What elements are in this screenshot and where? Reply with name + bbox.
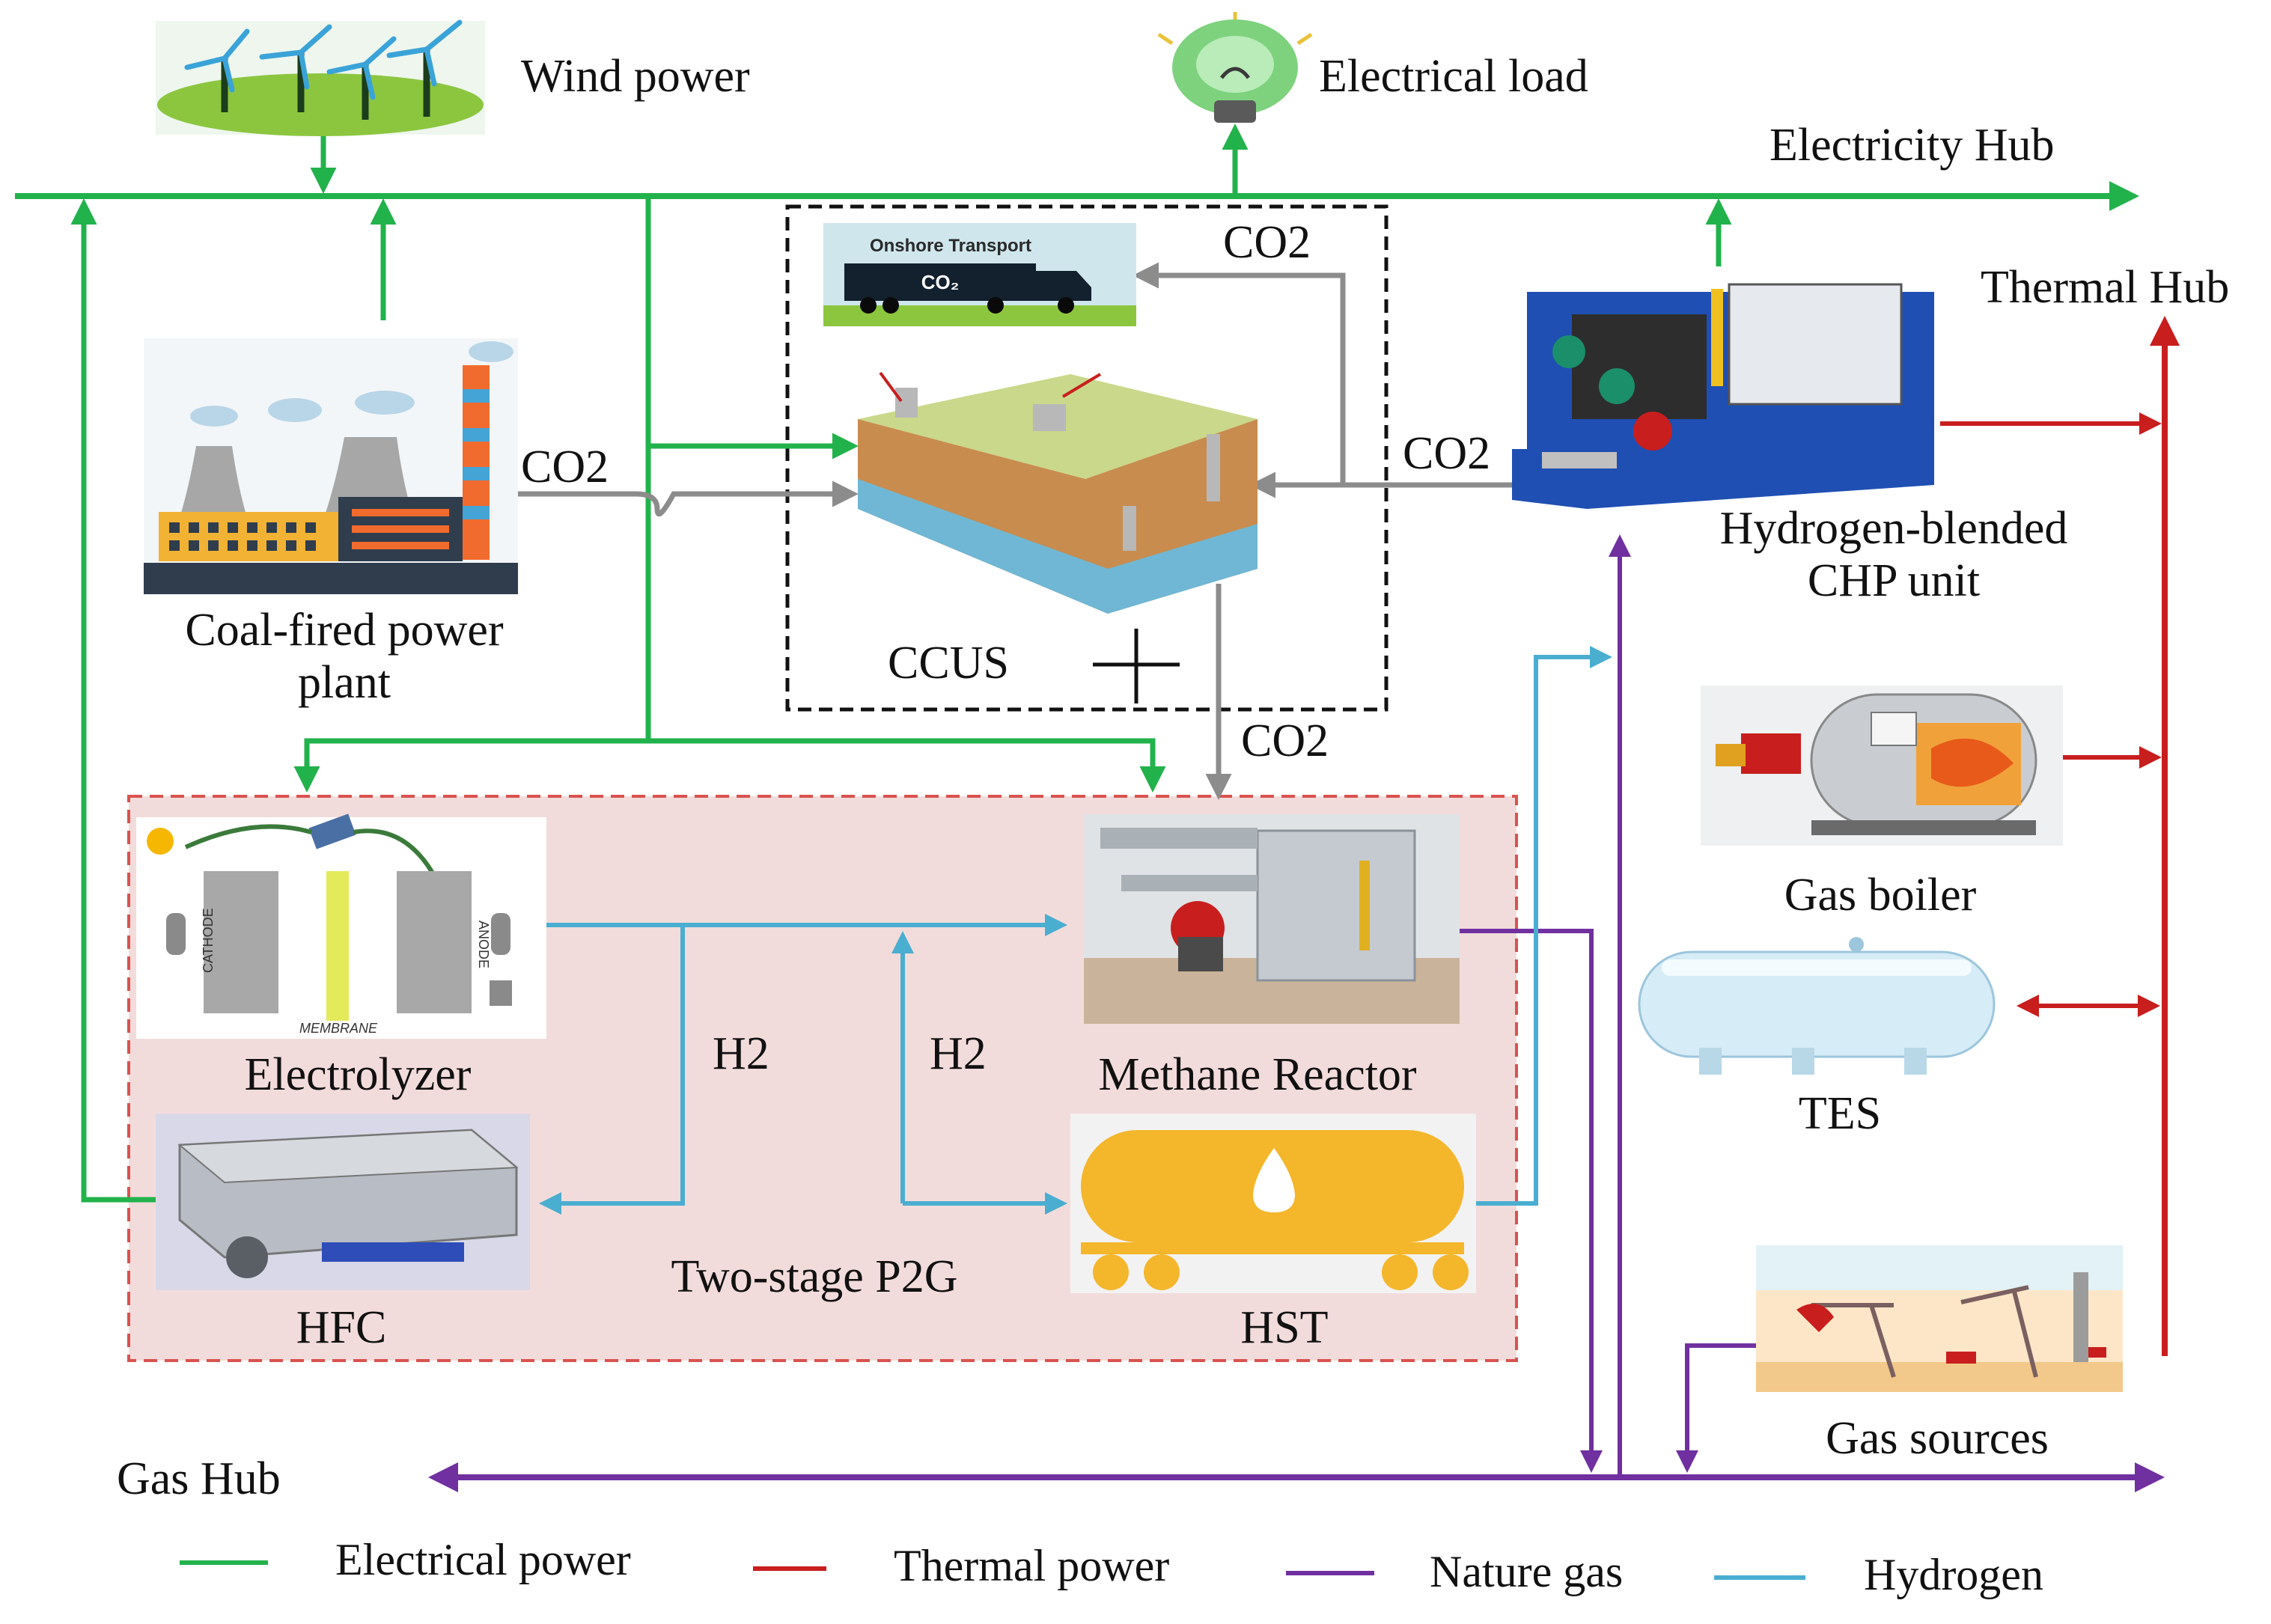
methane-reactor-label: Methane Reactor <box>1098 1049 1417 1100</box>
coal-plant-label-line2: plant <box>298 657 391 708</box>
legend: Electrical power Thermal power Nature ga… <box>180 1535 2043 1599</box>
gas-sources-icon <box>1756 1245 2123 1392</box>
hfc-to-bus-line <box>70 198 156 1203</box>
legend-item-hydrogen: Hydrogen <box>1714 1550 2043 1599</box>
legend-item-thermal: Thermal power <box>753 1541 1169 1590</box>
ccus-landscape-icon <box>858 371 1258 614</box>
bus-to-electrolyzer-line <box>293 738 648 793</box>
cathode-label: CATHODE <box>201 908 216 973</box>
plus-icon <box>1093 629 1180 703</box>
tes-label: TES <box>1799 1088 1881 1139</box>
co2-coal-to-ccus <box>516 480 859 517</box>
onshore-transport-label: Onshore Transport <box>870 236 1031 256</box>
electrical-load-label: Electrical load <box>1319 51 1588 102</box>
legend-label-electrical: Electrical power <box>335 1535 631 1584</box>
reactor-to-gas-hub <box>1460 929 1603 1473</box>
two-stage-p2g-label: Two-stage P2G <box>671 1251 957 1302</box>
co2-coal-label: CO2 <box>521 442 609 492</box>
electrolyzer-label: Electrolyzer <box>245 1049 472 1100</box>
h2-hst-to-chp <box>1476 646 1612 1206</box>
bus-drop-line <box>645 196 1166 793</box>
gas-sources-label: Gas sources <box>1826 1413 2049 1464</box>
tes-tank-icon <box>1638 937 1996 1075</box>
hst-label: HST <box>1240 1302 1328 1353</box>
wind-farm-icon <box>156 19 485 136</box>
electrolyzer-icon: CATHODE ANODE MEMBRANE <box>136 813 546 1039</box>
legend-label-thermal: Thermal power <box>894 1541 1169 1590</box>
chp-unit-icon <box>1512 283 1934 509</box>
legend-label-hydrogen: Hydrogen <box>1864 1550 2043 1599</box>
co2-chp-label: CO2 <box>1403 428 1490 479</box>
legend-item-gas: Nature gas <box>1286 1547 1623 1596</box>
chp-label-line1: Hydrogen-blended <box>1720 503 2068 554</box>
coal-plant-icon <box>144 338 518 594</box>
co2-ccus-to-transport <box>1133 262 1346 485</box>
h2-to-hfc <box>539 925 685 1215</box>
methane-reactor-icon <box>1084 814 1460 1024</box>
gas-boiler-icon <box>1701 686 2063 846</box>
co2-down-label: CO2 <box>1241 715 1329 766</box>
gas-sources-to-hub <box>1676 1343 1756 1473</box>
hfc-icon <box>156 1114 530 1290</box>
thermal-hub-label: Thermal Hub <box>1981 262 2229 313</box>
membrane-label: MEMBRANE <box>299 1021 378 1036</box>
ccus-label: CCUS <box>888 638 1009 689</box>
hfc-label: HFC <box>296 1302 387 1353</box>
legend-label-gas: Nature gas <box>1430 1547 1623 1596</box>
wind-power-label: Wind power <box>521 51 750 102</box>
co2-ccus-top-label: CO2 <box>1223 217 1311 268</box>
hst-icon <box>1070 1114 1476 1293</box>
coal-plant-label-line1: Coal-fired power <box>185 605 504 656</box>
anode-label: ANODE <box>476 921 491 968</box>
chp-label-line2: CHP unit <box>1808 555 1980 606</box>
light-bulb-icon <box>1157 12 1313 123</box>
h2-left-label: H2 <box>713 1028 769 1079</box>
gas-boiler-label: Gas boiler <box>1784 870 1977 921</box>
gas-hub-label: Gas Hub <box>117 1453 281 1504</box>
h2-right-label: H2 <box>930 1028 987 1079</box>
onshore-transport-icon: Onshore Transport CO₂ <box>823 223 1136 326</box>
truck-co2-label: CO₂ <box>921 271 960 293</box>
legend-item-electrical: Electrical power <box>180 1535 631 1584</box>
electricity-hub-label: Electricity Hub <box>1769 120 2054 171</box>
